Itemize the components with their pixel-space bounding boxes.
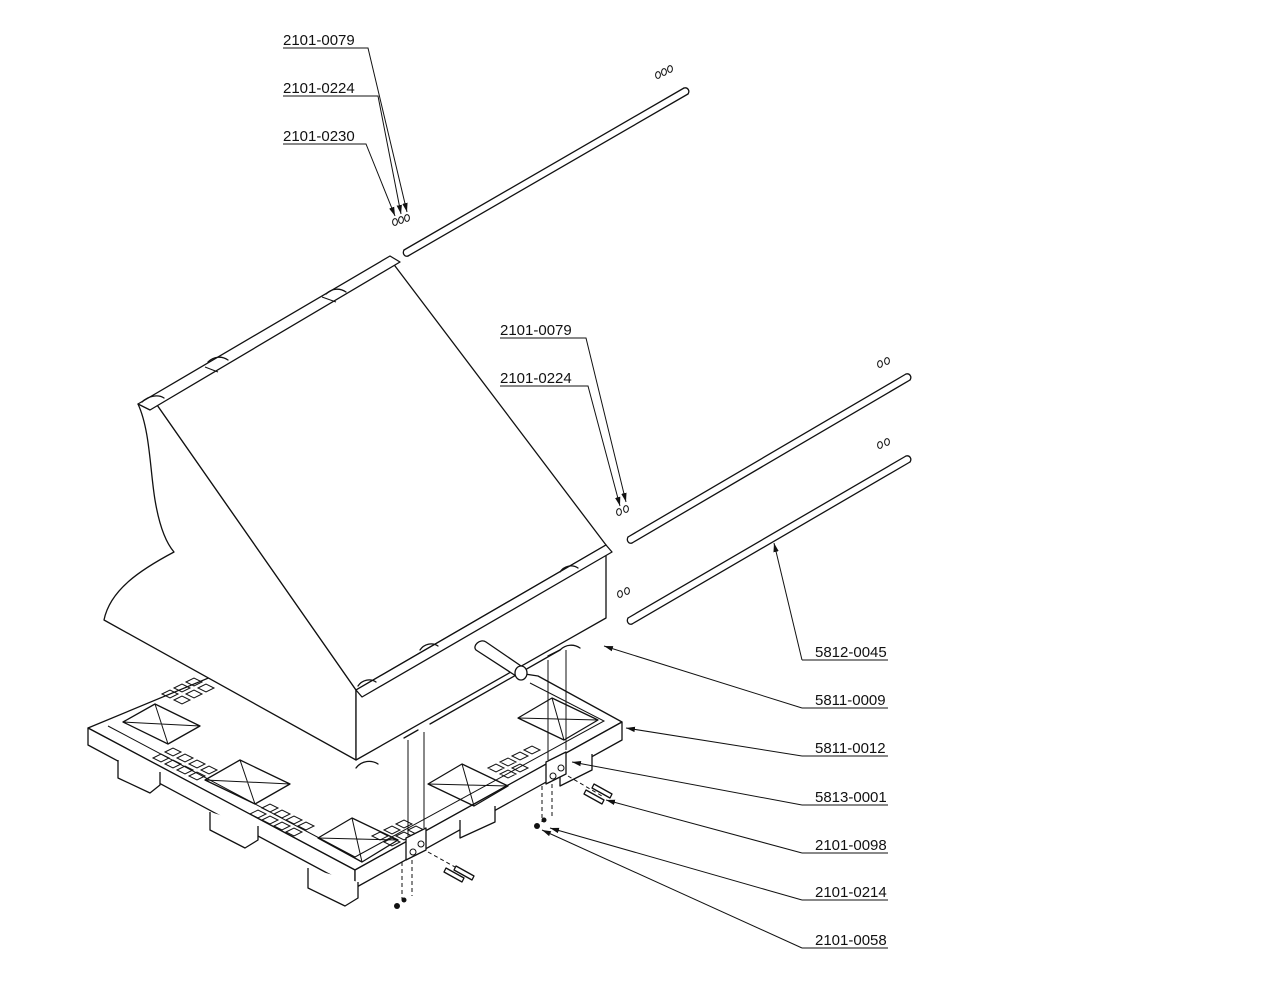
- screw: [583, 783, 613, 805]
- part-number-label: 2101-0224: [283, 80, 355, 97]
- washer-set-lower-left: [617, 587, 630, 598]
- screw: [443, 865, 475, 883]
- tray-recess: [317, 817, 399, 863]
- tray-recess: [122, 703, 201, 745]
- tray-recess: [427, 763, 509, 807]
- part-number-label: 2101-0079: [283, 32, 355, 49]
- part-callout: 5812-0045: [802, 644, 888, 661]
- washer-set-middle-right: [877, 357, 890, 368]
- part-callout: 2101-0230: [283, 128, 356, 145]
- tray-recess: [517, 697, 599, 741]
- washer-set-lower-right: [877, 438, 890, 449]
- part-callout: 5811-0009: [802, 692, 888, 709]
- washer-set-top-left: [392, 214, 410, 226]
- part-number-label: 2101-0214: [815, 884, 887, 901]
- washer-set-top-right: [655, 65, 673, 79]
- part-number-label: 5811-0009: [815, 692, 886, 709]
- part-callout: 2101-0224: [283, 80, 356, 97]
- part-callout: 2101-0079: [283, 32, 356, 49]
- part-number-label: 2101-0058: [815, 932, 887, 949]
- part-callout: 2101-0098: [802, 837, 888, 854]
- part-number-label: 2101-0230: [283, 128, 355, 145]
- leader-lines: [356, 47, 803, 949]
- hinge-rod-top: [402, 87, 690, 257]
- part-callout: 5811-0012: [802, 740, 888, 757]
- part-number-label: 5812-0045: [815, 644, 887, 661]
- part-callout: 2101-0079: [500, 322, 574, 339]
- part-number-label: 2101-0098: [815, 837, 887, 854]
- hinge-rod-lower: [626, 455, 912, 625]
- part-callout: 5813-0001: [802, 789, 888, 806]
- part-callout: 2101-0058: [802, 932, 888, 949]
- hinge-rod-middle: [626, 373, 912, 544]
- part-number-label: 2101-0224: [500, 370, 572, 387]
- hinge-bracket-right: [541, 650, 603, 822]
- part-number-label: 5811-0012: [815, 740, 886, 757]
- part-number-label: 5813-0001: [815, 789, 887, 806]
- hinge-bracket-left: [401, 732, 465, 900]
- hood-panel: [103, 255, 613, 769]
- nut: [394, 817, 547, 909]
- tray-grid: [151, 677, 542, 847]
- part-callout: 2101-0214: [802, 884, 888, 901]
- part-number-label: 2101-0079: [500, 322, 572, 339]
- washer-set-middle-left: [616, 505, 629, 516]
- part-callout: 2101-0224: [500, 370, 574, 387]
- tray-recess: [204, 759, 291, 805]
